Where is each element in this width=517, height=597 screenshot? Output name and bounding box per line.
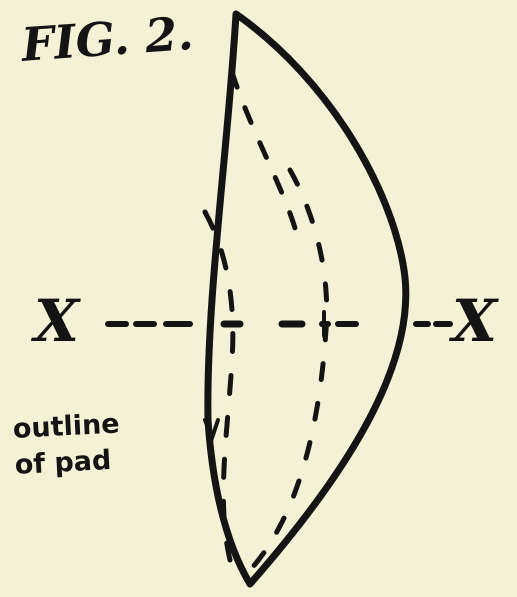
axis-label-left: X	[34, 287, 80, 355]
pad-annotation-line-2: of pad	[14, 445, 113, 482]
lens-outline	[204, 10, 410, 588]
edge-arrow	[203, 418, 220, 444]
axis-label-right: X	[452, 287, 498, 355]
pad-annotation: outline of pad	[12, 406, 122, 484]
figure-label: FIG. 2.	[19, 6, 195, 72]
pad-annotation-line-1: outline	[12, 408, 121, 445]
pad-outline-left	[229, 69, 301, 243]
pad-outline-inner-left	[202, 209, 236, 563]
pad-outline-right	[247, 167, 330, 573]
